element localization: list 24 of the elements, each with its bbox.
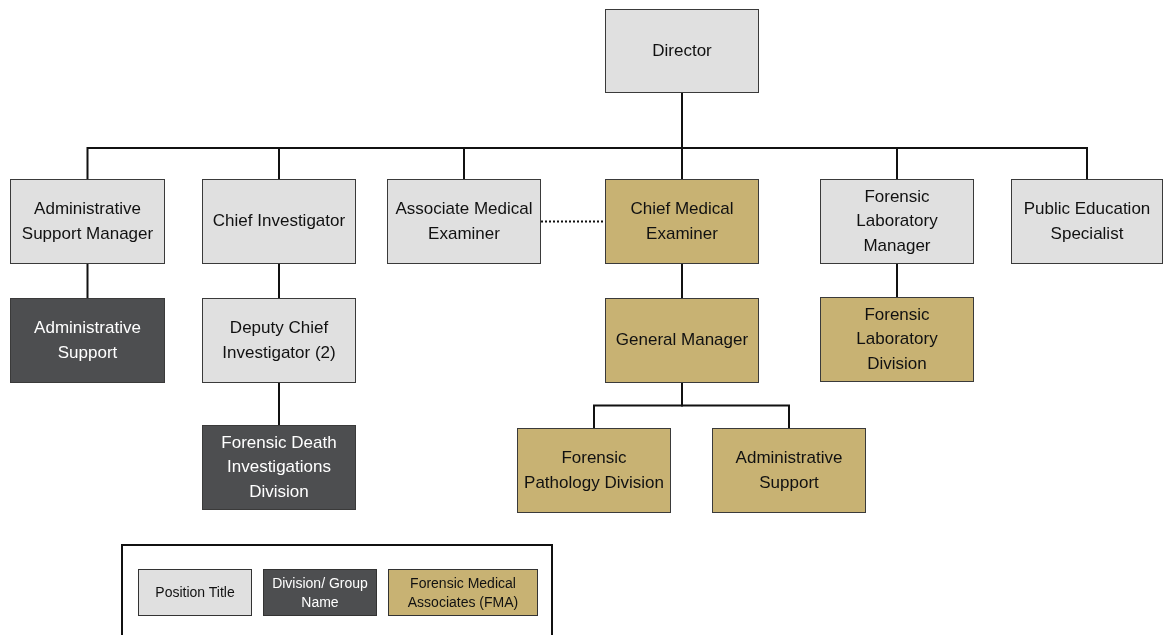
connector-line xyxy=(278,382,280,426)
org-box: Deputy Chief Investigator (2) xyxy=(202,298,356,383)
org-box: Public Education Specialist xyxy=(1011,179,1163,264)
connector-line xyxy=(681,263,683,299)
org-box: Chief Investigator xyxy=(202,179,356,264)
legend-text: Position Title xyxy=(155,583,235,602)
legend-text: Forensic Medical Associates (FMA) xyxy=(406,573,520,612)
org-box: Associate Medical Examiner xyxy=(387,179,541,264)
org-box: Chief Medical Examiner xyxy=(605,179,759,264)
org-box: Forensic Death Investigations Division xyxy=(202,425,356,510)
dotted-connector xyxy=(540,220,606,223)
org-box: Administrative Support Manager xyxy=(10,179,165,264)
org-box: Director xyxy=(605,9,759,93)
org-box: Administrative Support xyxy=(712,428,866,513)
org-box: Forensic Pathology Division xyxy=(517,428,671,513)
org-box: Forensic Laboratory Division xyxy=(820,297,974,382)
legend-text: Division/ Group Name xyxy=(271,573,369,612)
connector-line xyxy=(896,263,898,298)
connector-line xyxy=(681,382,790,429)
connector-line xyxy=(86,263,89,299)
connector-line xyxy=(278,263,280,299)
org-box: Forensic Laboratory Manager xyxy=(820,179,974,264)
org-box: Administrative Support xyxy=(10,298,165,383)
org-box: General Manager xyxy=(605,298,759,383)
